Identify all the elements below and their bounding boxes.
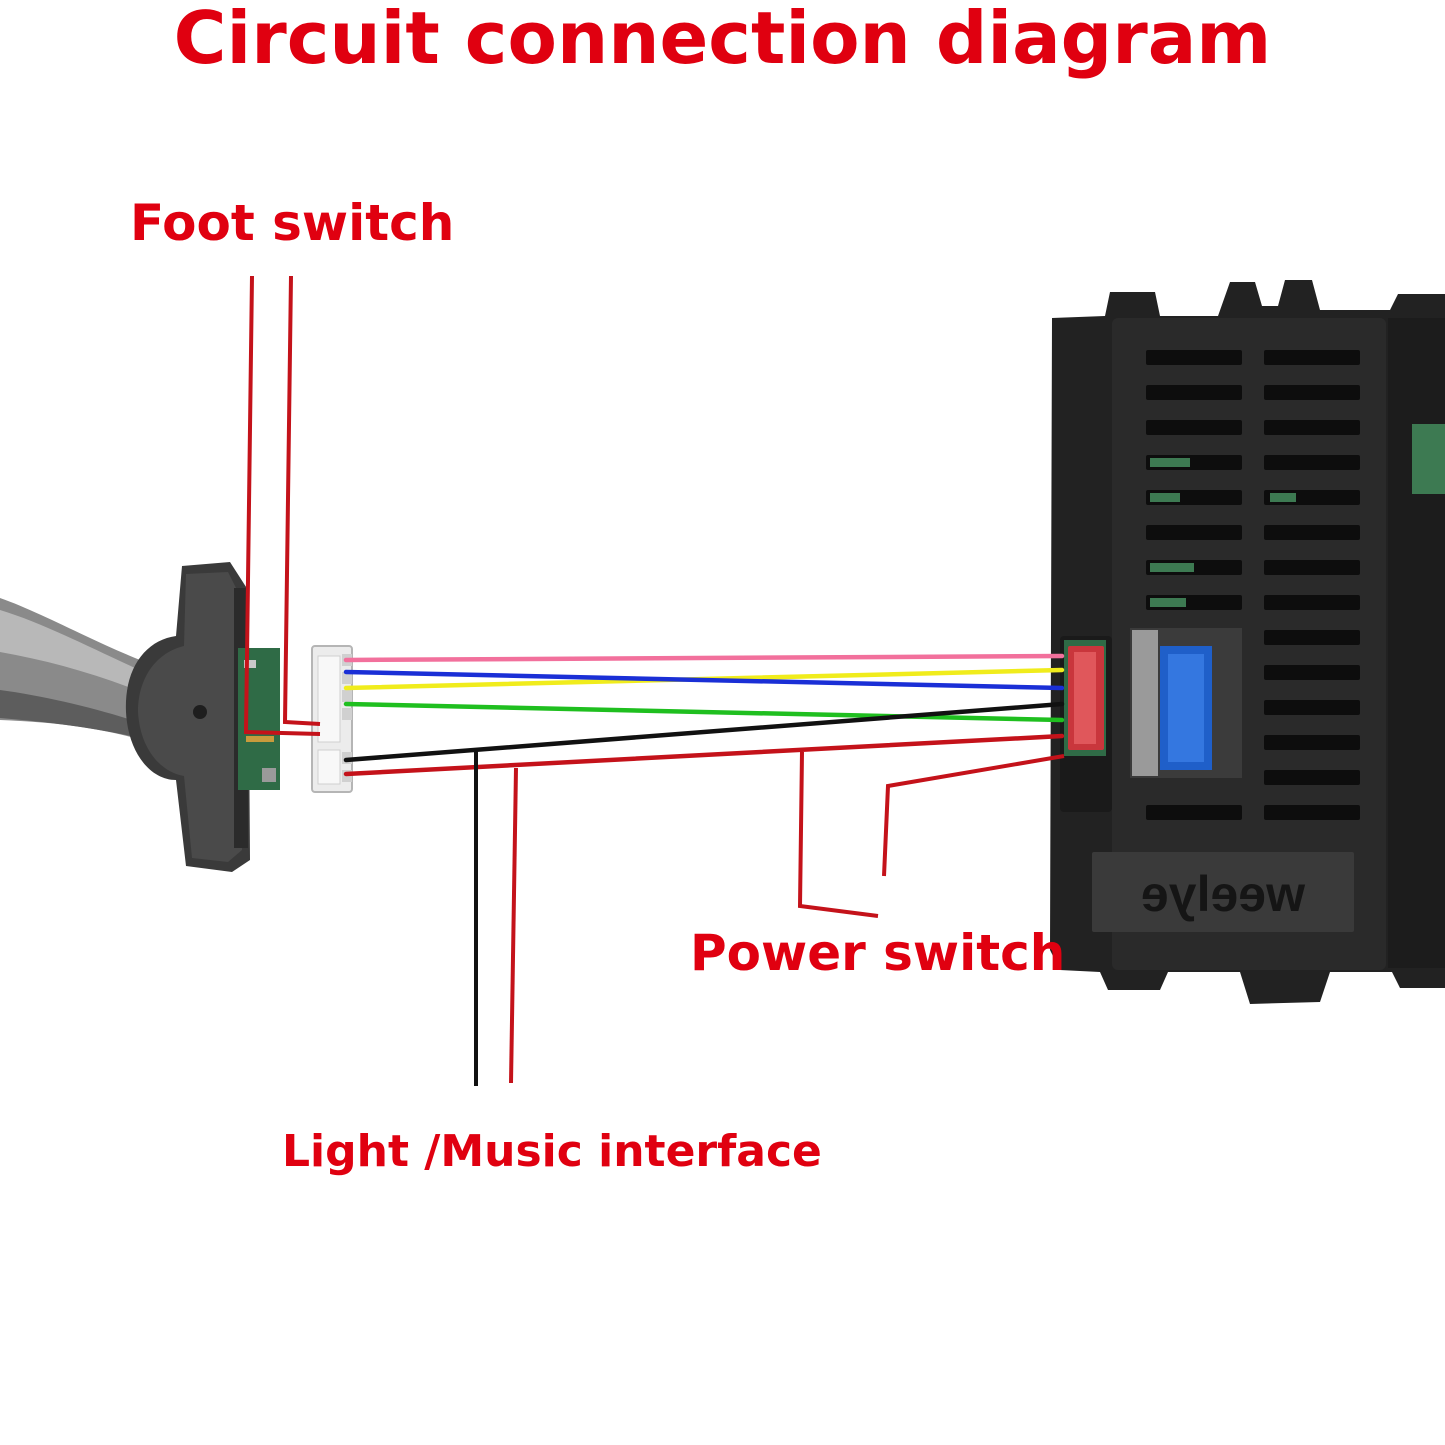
pcb-glimpse bbox=[1150, 424, 1445, 607]
foot-switch-label: Foot switch bbox=[130, 194, 455, 252]
pedal-lever bbox=[0, 598, 142, 740]
power-switch-leads bbox=[797, 751, 1065, 918]
wire-black bbox=[343, 701, 1065, 763]
pedal-switch-housing bbox=[125, 562, 280, 872]
wire-red bbox=[343, 733, 1065, 777]
light-music-label: Light /Music interface bbox=[282, 1126, 822, 1177]
wire-pink bbox=[343, 653, 1065, 663]
light-music-leads bbox=[474, 751, 518, 1086]
controller-box bbox=[1050, 280, 1445, 1004]
wire-green bbox=[343, 701, 1065, 723]
pedal-connector bbox=[311, 645, 353, 793]
wire-harness bbox=[343, 653, 1065, 777]
foot-switch-leads bbox=[243, 275, 321, 736]
page-title: Circuit connection diagram bbox=[173, 0, 1272, 80]
brand-logo: weelye bbox=[1141, 866, 1306, 922]
wire-blue bbox=[343, 669, 1065, 691]
power-switch-label: Power switch bbox=[690, 924, 1066, 982]
